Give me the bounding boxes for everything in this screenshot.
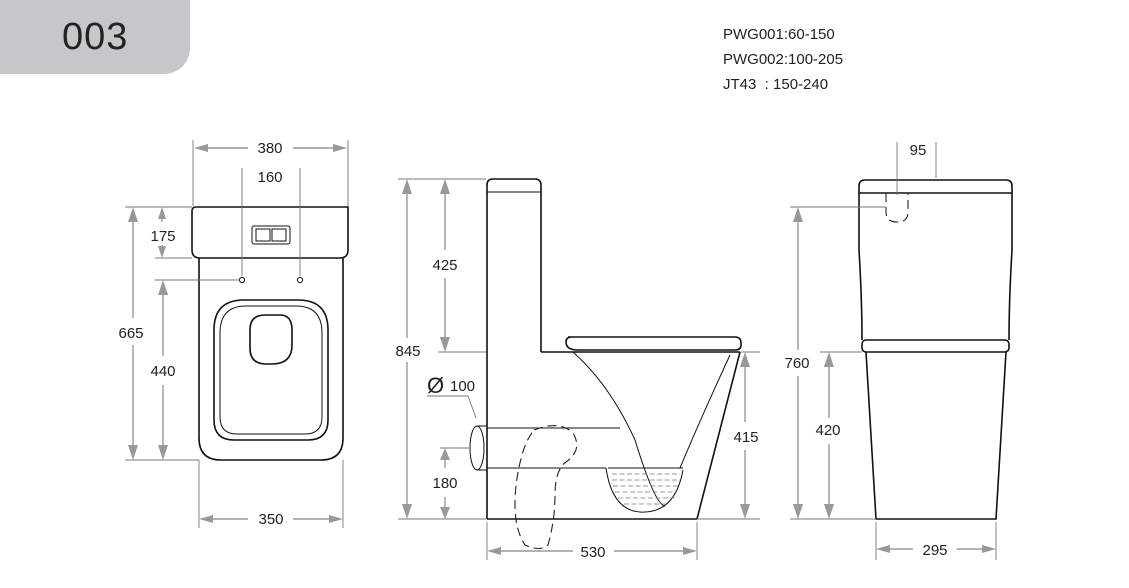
dim-side-cistern-height: 425	[432, 257, 457, 274]
dim-front-base-width: 350	[258, 511, 283, 528]
dim-side-depth: 530	[580, 544, 605, 561]
dim-back-total-height: 760	[784, 355, 809, 372]
model-number: 003	[62, 16, 129, 58]
dim-side-total-height: 845	[395, 343, 420, 360]
pan-connector-item: PWG001:60-150	[723, 26, 835, 43]
dim-side-seat-height: 415	[733, 429, 758, 446]
dim-side-outlet-height: 180	[432, 475, 457, 492]
dim-front-cistern-height: 175	[150, 228, 175, 245]
pan-connector-list: PWG001:60-150 PWG002:100-205 JT43 : 150-…	[723, 22, 843, 97]
dim-back-offset: 95	[910, 142, 927, 159]
pan-connector-item: JT43 : 150-240	[723, 76, 829, 93]
dim-front-width-top: 380	[257, 140, 282, 157]
dim-front-inlet-spacing: 160	[257, 169, 282, 186]
dim-back-base-width: 295	[922, 542, 947, 559]
pan-connector-item: PWG002:100-205	[723, 51, 844, 68]
dim-front-total-height: 665	[118, 325, 143, 342]
model-number-badge: 003	[0, 0, 190, 74]
dim-back-seat-height: 420	[815, 422, 840, 439]
dim-side-outlet-diameter: 100	[450, 378, 475, 395]
diameter-symbol: Ø	[427, 373, 444, 398]
side-view: 845 425 Ø 100 180 415 530	[395, 178, 760, 561]
back-view: 95 760 420 295	[784, 142, 1013, 560]
dim-front-bowl-height: 440	[150, 363, 175, 380]
front-view: 380 160 175 665 440 350	[118, 140, 349, 528]
